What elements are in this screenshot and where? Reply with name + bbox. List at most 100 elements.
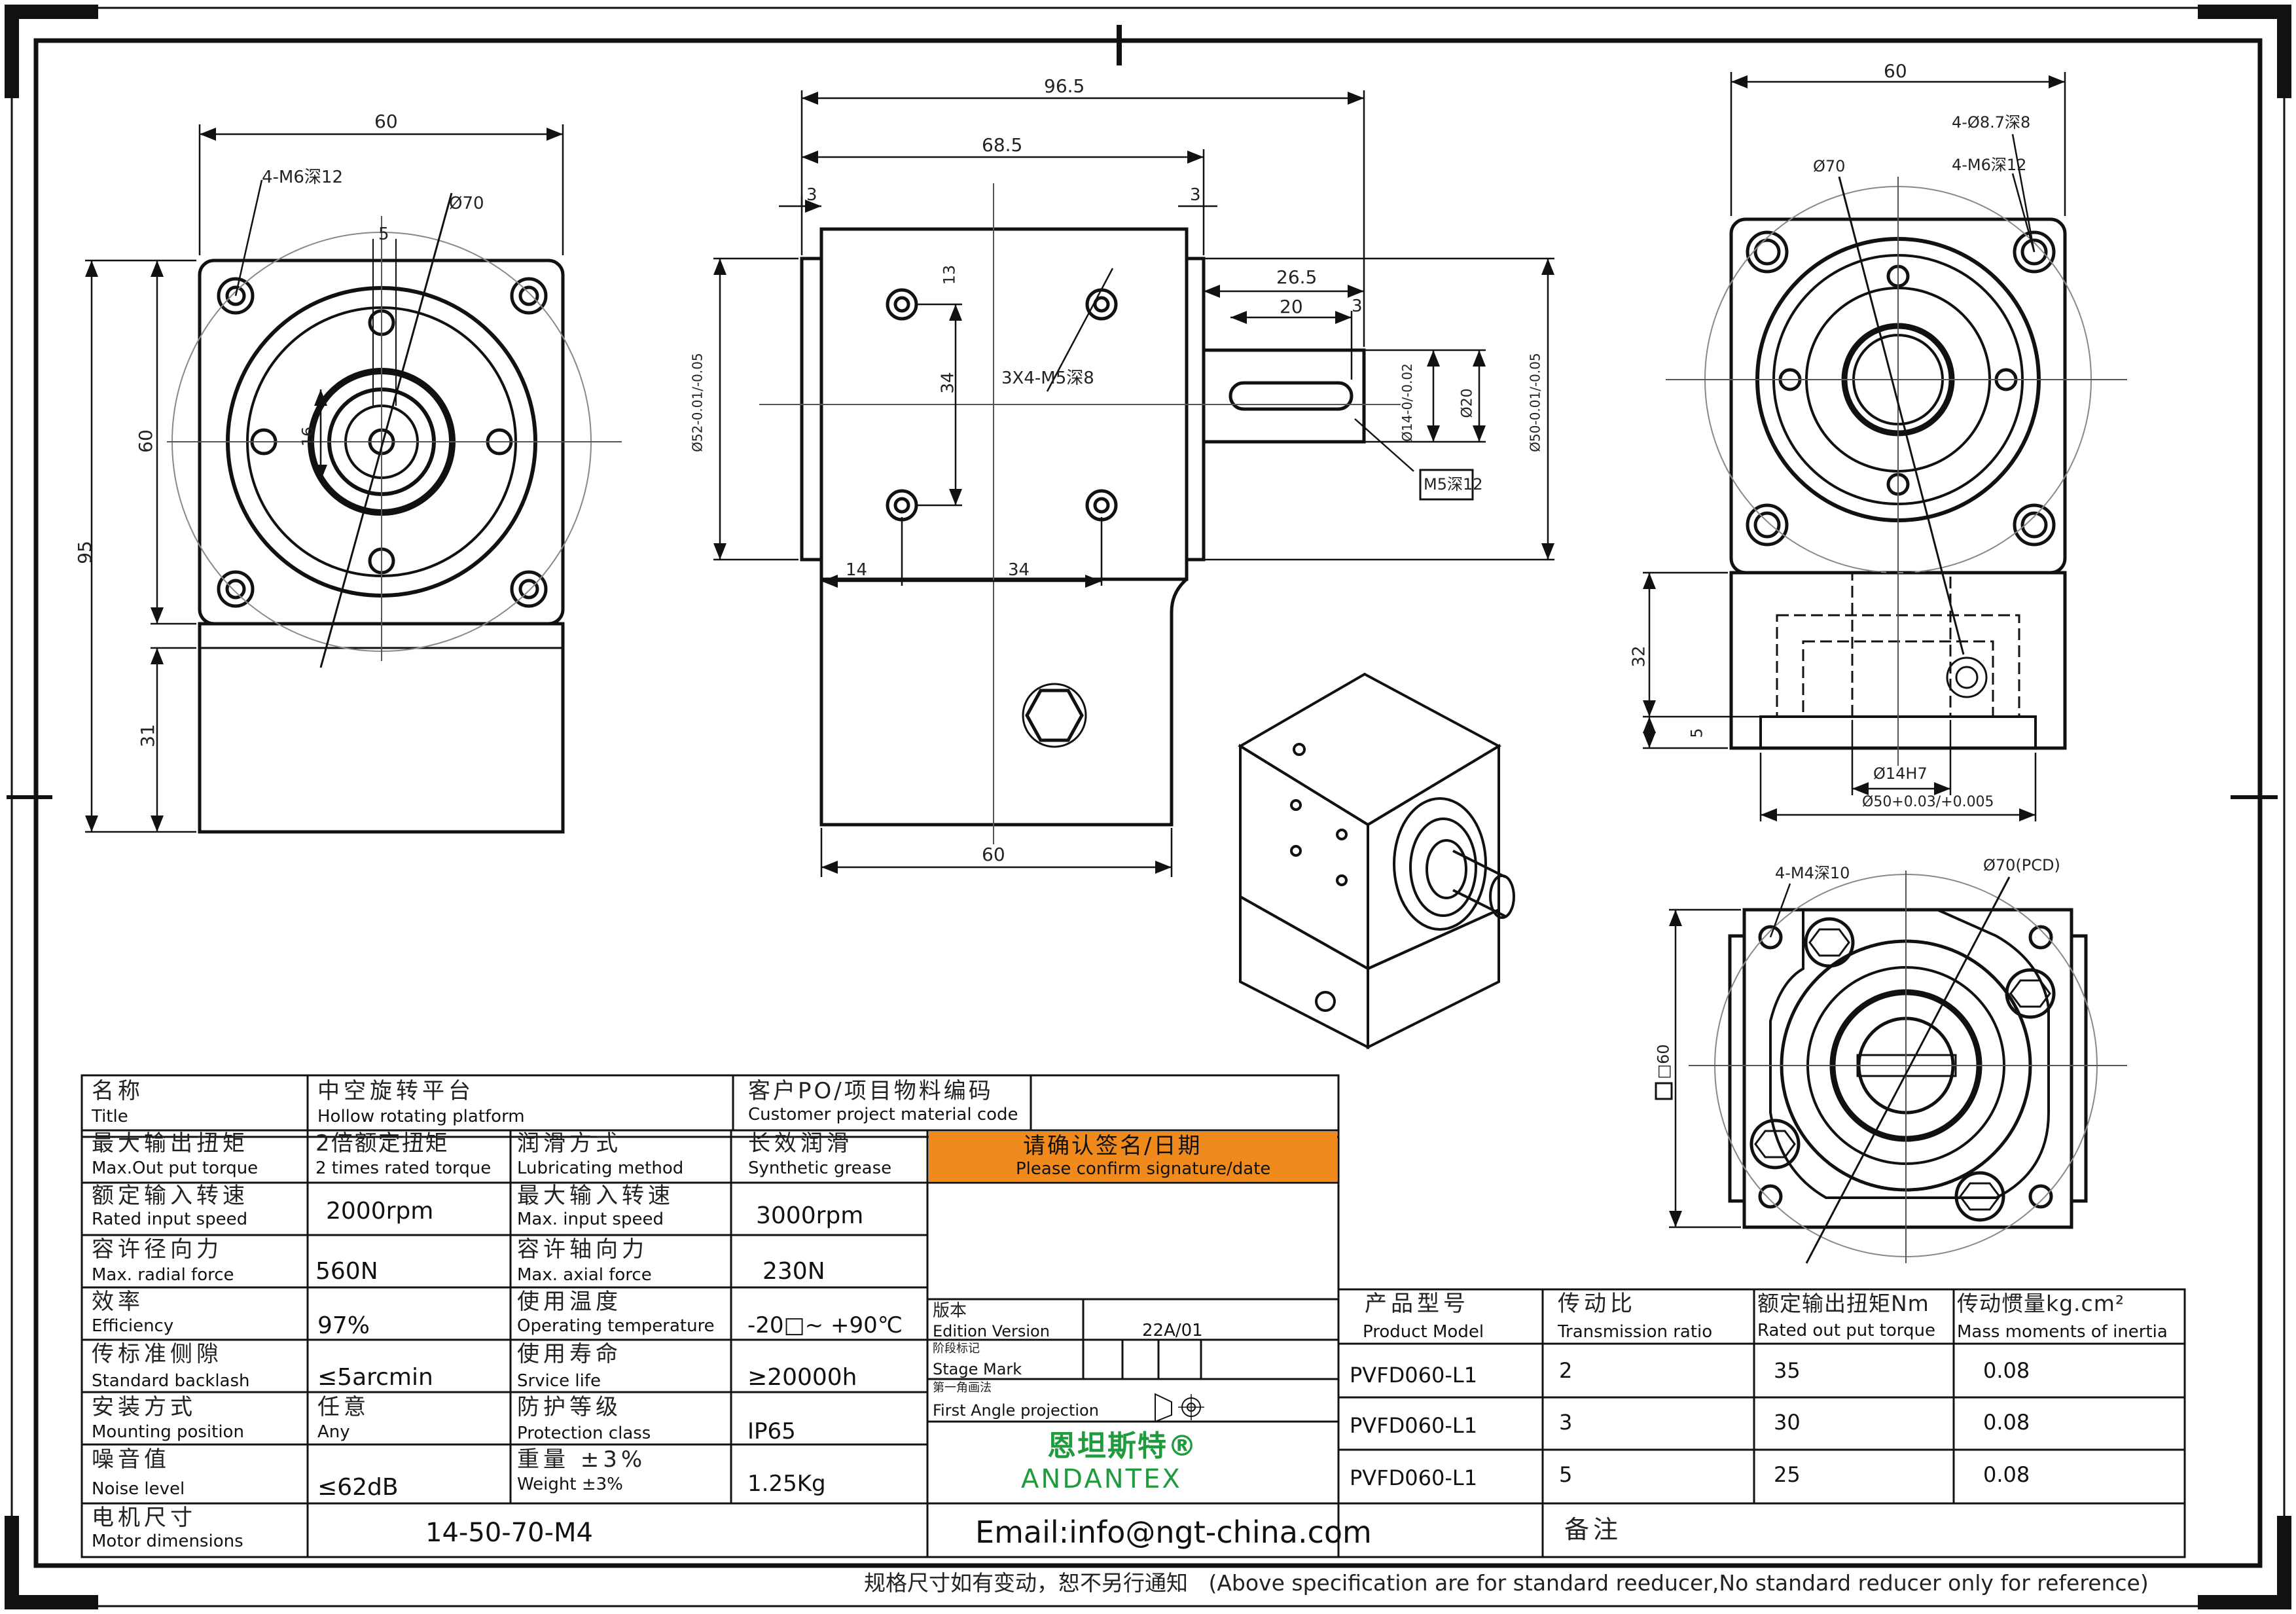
right-view-dims	[1643, 72, 2066, 821]
dim-side-overall: 96.5	[1044, 75, 1085, 97]
spec-value-cn-5: 任意	[317, 1394, 370, 1420]
front-view	[167, 192, 622, 834]
spec-key2-cn-0: 润滑方式	[517, 1130, 622, 1157]
model-header-en-0: Product Model	[1363, 1322, 1484, 1342]
dim-bottom-square: □60	[1654, 1044, 1673, 1079]
spec-key2-cn-5: 防护等级	[517, 1394, 622, 1420]
spec-value-en-5: Any	[317, 1422, 350, 1442]
isometric-view	[1238, 672, 1515, 1050]
spec-key-en-4: Standard backlash	[92, 1371, 250, 1391]
dim-side-hole-v: 13	[940, 264, 959, 285]
right-view	[1666, 176, 2127, 766]
dim-right-width: 60	[1884, 60, 1907, 82]
model-cell-torque-2: 25	[1774, 1462, 1801, 1487]
spec-key2-en-5: Protection class	[517, 1424, 651, 1443]
spec-key2-cn-3: 使用温度	[517, 1289, 622, 1315]
spec-value2-5: IP65	[747, 1418, 796, 1444]
customer-code-en: Customer project material code	[748, 1105, 1018, 1124]
spec-key-cn-1: 额定输入转速	[92, 1183, 249, 1209]
dim-side-dia-left: Ø52-0.01/-0.05	[689, 353, 706, 452]
side-view-dims	[713, 90, 1554, 877]
spec-key-en-3: Efficiency	[92, 1316, 174, 1336]
spec-table-grid	[81, 1074, 2186, 1558]
spec-key2-en-3: Operating temperature	[517, 1316, 715, 1336]
spec-key-en-6: Noise level	[92, 1479, 185, 1499]
title-value-en: Hollow rotating platform	[317, 1107, 525, 1126]
projection-cn: 第一角画法	[933, 1381, 992, 1395]
spec-key-cn-2: 容许径向力	[92, 1236, 223, 1263]
model-cell-model-1: PVFD060-L1	[1350, 1413, 1478, 1438]
dim-right-circle: Ø70	[1813, 157, 1846, 175]
dim-front-bore: 16	[298, 426, 317, 447]
footer-note: 规格尺寸如有变动，恕不另行通知 (Above specification are…	[864, 1570, 2149, 1596]
title-value-cn: 中空旋转平台	[317, 1078, 475, 1104]
spec-key2-en-1: Max. input speed	[517, 1210, 664, 1229]
stage-mark-en: Stage Mark	[933, 1360, 1022, 1378]
model-header-en-2: Rated out put torque	[1757, 1321, 1935, 1340]
dim-side-hole-vspan: 34	[938, 372, 958, 394]
projection-en: First Angle projection	[933, 1401, 1099, 1420]
spec-value-6: ≤62dB	[317, 1474, 399, 1501]
contact-email[interactable]: Email:info@ngt-china.com	[975, 1515, 1372, 1550]
model-cell-model-0: PVFD060-L1	[1350, 1363, 1478, 1388]
model-header-cn-1: 传动比	[1558, 1291, 1636, 1317]
spec-value2-6: 1.25Kg	[747, 1471, 826, 1497]
spec-value2-1: 3000rpm	[756, 1202, 864, 1229]
spec-key-en-0: Max.Out put torque	[92, 1158, 259, 1178]
bottom-view	[1689, 870, 2127, 1264]
dim-side-flange-r: 3	[1190, 185, 1201, 205]
spec-key-en-1: Rated input speed	[92, 1210, 248, 1229]
spec-value-3: 97%	[317, 1312, 370, 1339]
customer-code-cn: 客户PO/项目物料编码	[748, 1078, 994, 1104]
spec-value-en-0: 2 times rated torque	[315, 1158, 492, 1178]
dim-side-dia-right: Ø50-0.01/-0.05	[1527, 353, 1543, 452]
dim-right-bore: Ø14H7	[1873, 764, 1928, 783]
model-cell-ratio-1: 3	[1559, 1410, 1573, 1435]
dim-front-overall: 95	[73, 541, 96, 564]
spec-key-cn-3: 效率	[92, 1289, 144, 1315]
model-header-en-3: Mass moments of inertia	[1957, 1322, 2168, 1342]
spec-key2-en-4: Srvice life	[517, 1371, 601, 1391]
dim-front-tap-holes: 4-M6深12	[262, 168, 343, 187]
remark-label: 备注	[1564, 1515, 1623, 1544]
dim-side-base: 60	[982, 844, 1005, 865]
dim-front-width: 60	[374, 111, 398, 132]
spec-key-en-2: Max. radial force	[92, 1265, 234, 1285]
spec-key-en-5: Mounting position	[92, 1422, 244, 1442]
confirm-signature-cn: 请确认签名/日期	[1023, 1133, 1202, 1159]
spec-value2-en-0: Synthetic grease	[748, 1158, 892, 1178]
spec-value-2: 560N	[315, 1258, 378, 1285]
spec-key2-en-0: Lubricating method	[517, 1158, 684, 1178]
model-header-en-1: Transmission ratio	[1558, 1322, 1713, 1342]
dim-side-key-len: 20	[1280, 296, 1303, 317]
title-key-cn: 名称	[92, 1078, 144, 1104]
spec-value-1: 2000rpm	[326, 1198, 434, 1225]
edition-value: 22A/01	[1142, 1321, 1203, 1340]
dim-bottom-tap-holes: 4-M4深10	[1775, 864, 1850, 882]
dim-front-key: 5	[378, 224, 389, 244]
dim-side-dia-shaft2: Ø20	[1459, 388, 1476, 418]
model-cell-ratio-2: 5	[1559, 1462, 1573, 1487]
brand-logo-en: ANDANTEX	[1021, 1464, 1182, 1494]
dim-side-body: 68.5	[982, 134, 1023, 156]
spec-key2-cn-2: 容许轴向力	[517, 1236, 648, 1263]
spec-value2-4: ≥20000h	[747, 1364, 857, 1391]
spec-value2-2: 230N	[762, 1258, 825, 1285]
model-header-cn-2: 额定输出扭矩Nm	[1757, 1291, 1929, 1316]
spec-key-cn-4: 传标准侧隙	[92, 1341, 223, 1367]
model-cell-ratio-0: 2	[1559, 1358, 1573, 1383]
confirm-signature-en: Please confirm signature/date	[1016, 1159, 1271, 1179]
stage-mark-cn: 阶段标记	[933, 1342, 980, 1355]
dim-side-hole-h1: 14	[846, 560, 868, 580]
confirm-signature-header	[929, 1132, 1337, 1181]
spec-key2-en-2: Max. axial force	[517, 1265, 652, 1285]
dim-side-holes: 3X4-M5深8	[1001, 368, 1094, 388]
dim-side-flange-l: 3	[806, 185, 817, 205]
model-header-cn-3: 传动惯量kg.cm²	[1957, 1291, 2125, 1316]
model-header-cn-0: 产品型号	[1365, 1291, 1469, 1317]
model-cell-inertia-2: 0.08	[1983, 1462, 2030, 1487]
dim-front-circle: Ø70	[449, 194, 484, 213]
spec-key2-en-6: Weight ±3%	[517, 1475, 623, 1494]
model-cell-torque-0: 35	[1774, 1358, 1801, 1383]
